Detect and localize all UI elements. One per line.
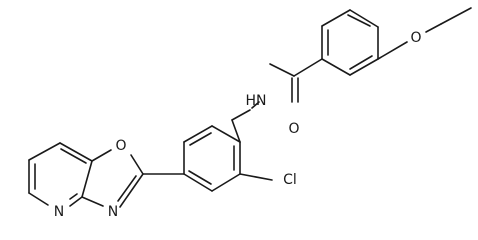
bond-r1-e xyxy=(321,58,351,76)
bond-ox-c2-n-inner xyxy=(117,175,137,202)
bond-r2-a xyxy=(231,119,241,143)
bond-r1-b-inner xyxy=(347,14,371,27)
bond-r2-f xyxy=(183,125,213,143)
atom-o-oxazole: O xyxy=(115,138,126,154)
ethoxy-bonds xyxy=(377,7,472,60)
atom-cl: Cl xyxy=(283,172,297,188)
bond-r2-d-inner xyxy=(188,170,212,185)
bond-py-e-inner xyxy=(69,193,78,200)
atom-n-oxazole: N xyxy=(108,204,118,220)
bond-carbonyl-n xyxy=(269,63,295,77)
bond-r1-b xyxy=(349,9,379,28)
bond-ox-c2-n xyxy=(119,173,144,208)
bond-ethyl-co xyxy=(425,23,442,33)
bond-ox-fusion xyxy=(81,160,93,198)
bond-r2-f-inner xyxy=(189,132,212,146)
benzoyl-ring-bonds xyxy=(321,9,379,76)
bond-r1-f xyxy=(349,58,379,76)
bond-py-d xyxy=(28,192,49,206)
bond-r1-f-inner xyxy=(349,55,373,70)
bond-ethyl-cc xyxy=(440,7,472,25)
bond-ring-carbonyl xyxy=(293,58,323,77)
bond-n-ring xyxy=(231,109,251,121)
amide-bonds xyxy=(231,58,323,121)
chlorophenyl-ring-bonds xyxy=(183,119,273,192)
pyridine-bonds xyxy=(28,142,93,207)
atom-o-ether: O xyxy=(410,30,421,46)
molecule-structure: O HN O Cl O N N xyxy=(28,7,472,220)
bond-o-ring xyxy=(377,41,408,60)
bond-py-b xyxy=(28,142,61,161)
atom-o-carbonyl: O xyxy=(288,121,299,137)
atom-n-pyridine: N xyxy=(54,204,64,220)
bond-r2-c xyxy=(211,173,241,192)
atom-labels: O HN O Cl O N N xyxy=(54,30,422,220)
structure-diagram: O HN O Cl O N N xyxy=(28,7,472,220)
bond-ox-n-c3a xyxy=(81,196,104,207)
bond-py-e xyxy=(69,196,83,207)
bond-ox-o-c7a xyxy=(91,149,112,162)
atom-nh: HN xyxy=(246,93,267,109)
bond-r2-d xyxy=(183,173,213,192)
bond-py-a-inner xyxy=(60,148,87,164)
bond-ox-c2-o xyxy=(130,154,144,175)
bond-py-a xyxy=(59,142,93,162)
bond-ring-cl xyxy=(239,173,273,181)
bond-n-ring-connect xyxy=(251,101,260,109)
bond-r2-g xyxy=(211,125,241,143)
oxazole-bonds xyxy=(81,149,185,208)
bond-r1-c xyxy=(321,9,351,27)
